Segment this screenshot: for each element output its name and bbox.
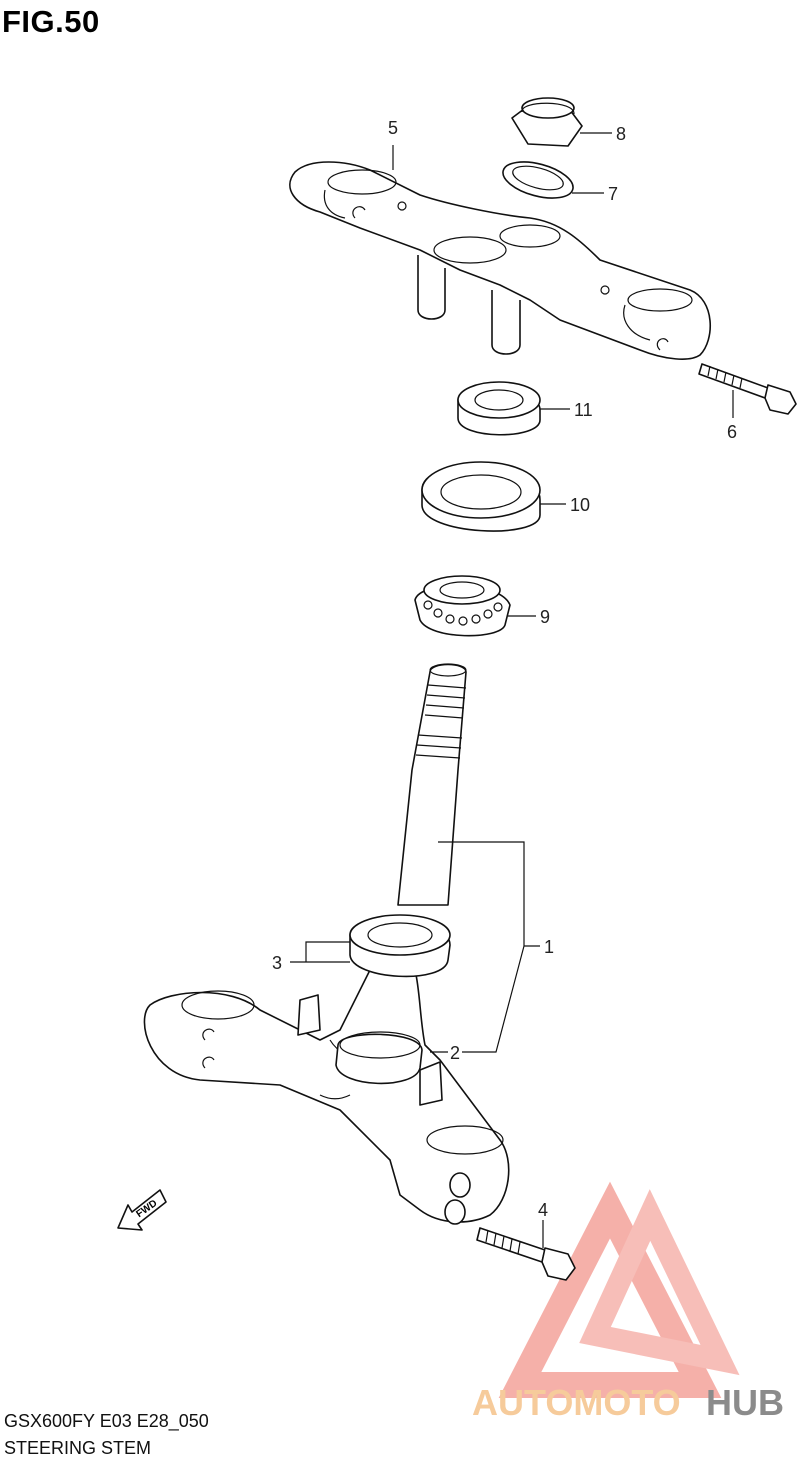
seal-part-3 <box>349 914 451 978</box>
leader-1 <box>438 841 540 1053</box>
callout-5: 5 <box>388 118 398 138</box>
dust-seal-part-10 <box>421 461 541 532</box>
washer-part-7 <box>502 161 574 199</box>
figure-title: FIG.50 <box>2 4 100 39</box>
watermark-text-hub: HUB <box>706 1382 784 1423</box>
callout-8: 8 <box>616 124 626 144</box>
upper-bracket-part-5 <box>289 161 711 360</box>
callout-labels: 5 8 7 6 11 10 9 1 3 2 4 <box>272 118 737 1220</box>
bolt-part-4 <box>476 1227 576 1281</box>
cap-nut-part-8 <box>511 97 583 147</box>
callout-7: 7 <box>608 184 618 204</box>
lower-bearing-part-2 <box>335 1031 423 1085</box>
callout-10: 10 <box>570 495 590 515</box>
callout-2: 2 <box>450 1043 460 1063</box>
watermark-logo: AUTOMOTO HUB <box>472 1181 784 1423</box>
steering-stem-part-1 <box>143 663 510 1225</box>
model-code: GSX600FY E03 E28_050 <box>4 1411 209 1431</box>
watermark-text-main: AUTOMOTO <box>472 1382 681 1423</box>
bearing-part-9 <box>414 575 511 637</box>
fwd-direction-arrow: FWD <box>117 1189 167 1231</box>
section-name: STEERING STEM <box>4 1438 152 1458</box>
callout-4: 4 <box>538 1200 548 1220</box>
lock-nut-part-11 <box>457 381 541 436</box>
leader-lines <box>290 132 734 1248</box>
callout-1: 1 <box>544 937 554 957</box>
bolt-part-6 <box>698 363 797 415</box>
callout-11: 11 <box>574 400 593 420</box>
leader-3 <box>290 941 350 963</box>
callout-9: 9 <box>540 607 550 627</box>
callout-3: 3 <box>272 953 282 973</box>
callout-6: 6 <box>727 422 737 442</box>
